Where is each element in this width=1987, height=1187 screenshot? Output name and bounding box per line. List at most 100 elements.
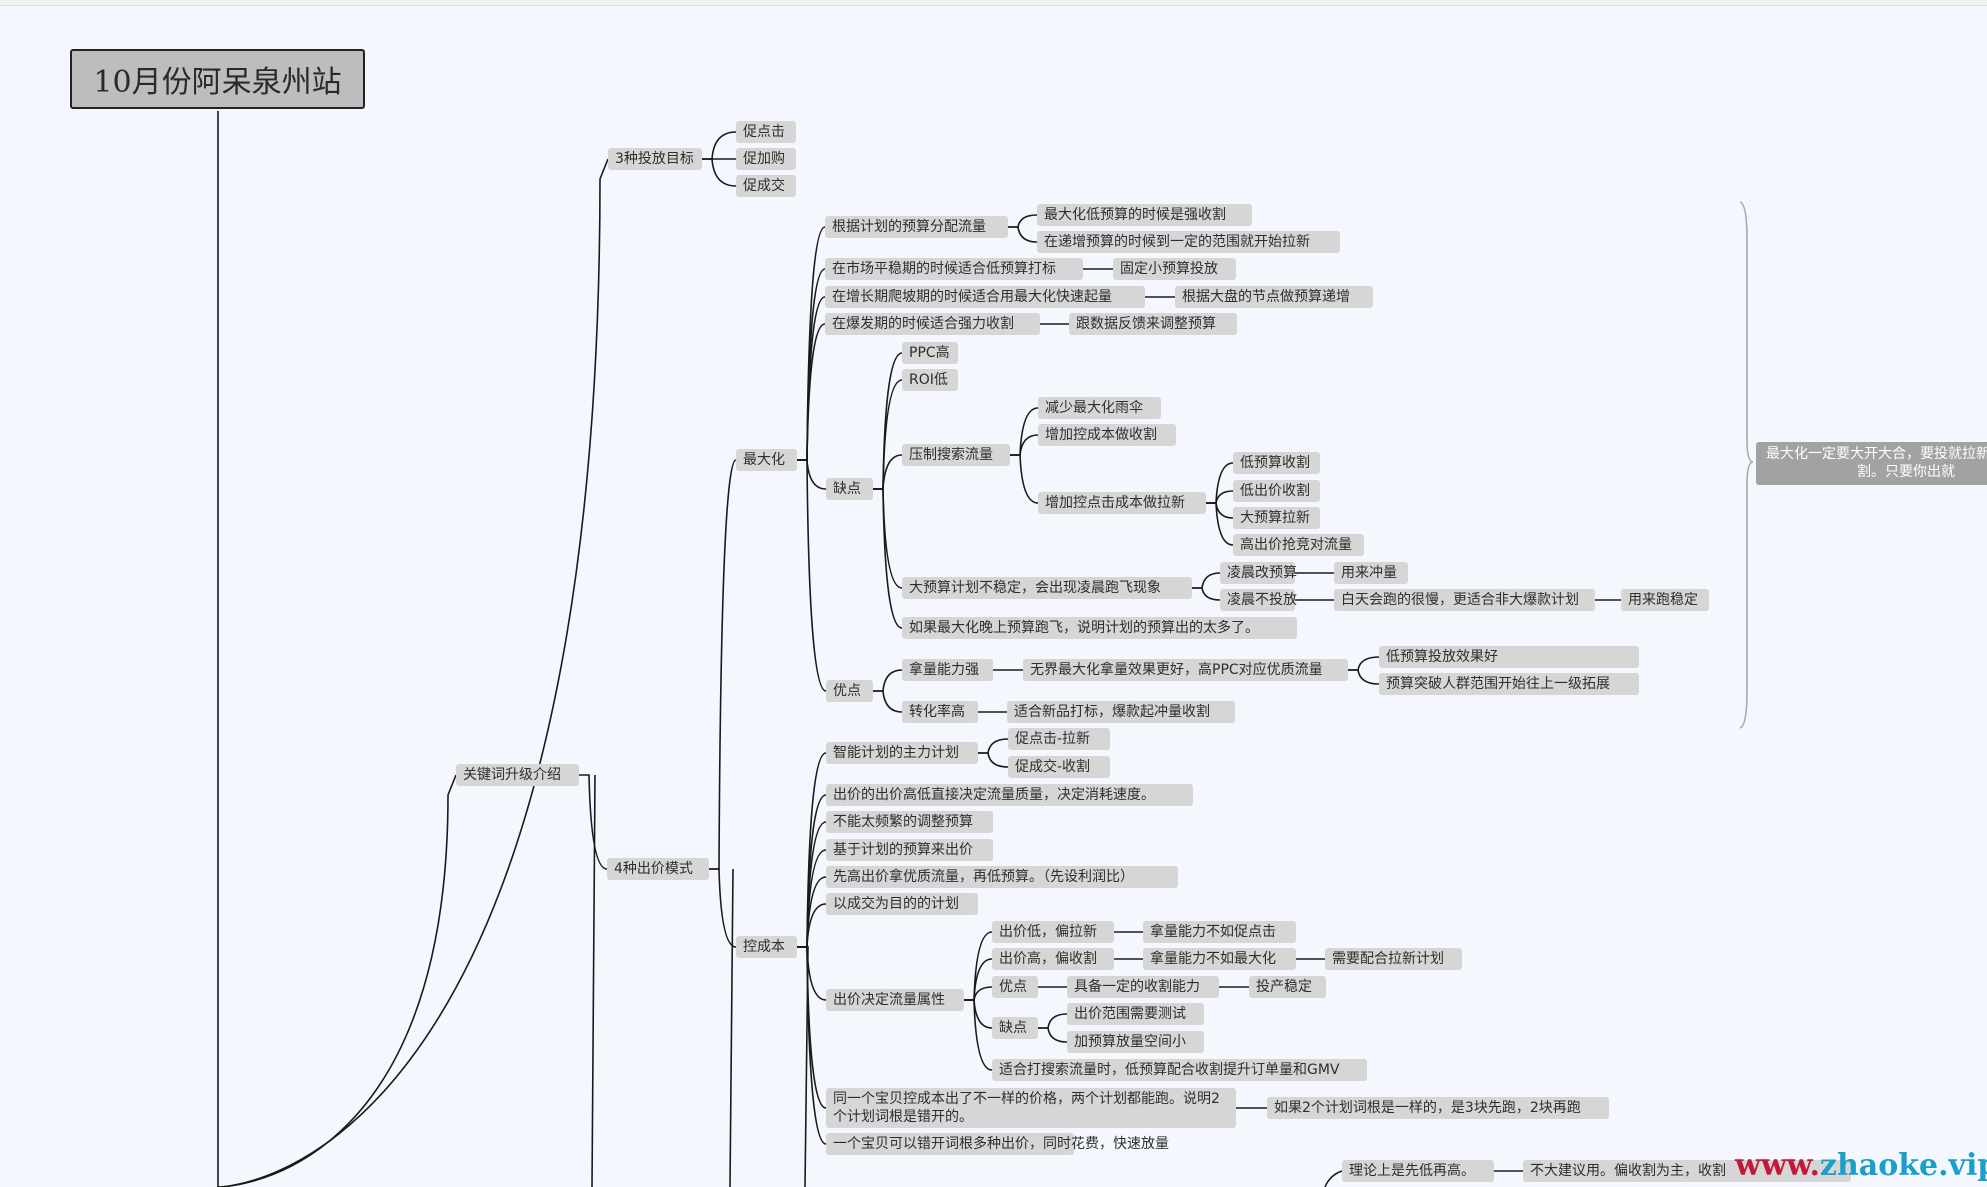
connector-line	[1010, 434, 1039, 456]
connector-line	[1038, 1013, 1068, 1029]
topic-node[interactable]: 如果2个计划词根是一样的，是3块先跑，2块再跑	[1267, 1097, 1609, 1119]
topic-node[interactable]: 高出价抢竞对流量	[1233, 534, 1364, 556]
connector-line	[1324, 1170, 1343, 1187]
topic-node[interactable]: 适合打搜索流量时，低预算配合收割提升订单量和GMV	[992, 1059, 1367, 1081]
topic-node[interactable]: 以成交为目的的计划	[826, 893, 978, 915]
topic-node[interactable]: 优点	[992, 976, 1038, 998]
topic-node[interactable]: 缺点	[826, 478, 873, 500]
topic-node[interactable]: 最大化低预算的时候是强收割	[1037, 204, 1252, 226]
topic-node[interactable]: 出价决定流量属性	[826, 989, 964, 1011]
topic-node[interactable]: 控成本	[736, 936, 797, 958]
connector-line	[217, 158, 609, 1187]
topic-node[interactable]: 白天会跑的很慢，更适合非大爆款计划	[1334, 589, 1595, 611]
topic-node[interactable]: PPC高	[902, 342, 958, 364]
top-toolbar-strip	[0, 0, 1987, 6]
connector-line	[978, 752, 1009, 768]
topic-node[interactable]: 在增长期爬坡期的时候适合用最大化快速起量	[825, 286, 1145, 308]
topic-node[interactable]: 拿量能力强	[902, 659, 993, 681]
topic-node[interactable]: 适合新品打标，爆款起冲量收割	[1007, 701, 1235, 723]
topic-node[interactable]: 根据计划的预算分配流量	[825, 216, 1008, 238]
connector-line	[709, 459, 737, 870]
topic-node[interactable]: 智能计划的主力计划	[826, 742, 978, 764]
topic-node[interactable]: 用来冲量	[1334, 562, 1408, 584]
connector-line	[873, 690, 903, 713]
topic-node[interactable]: ROI低	[902, 369, 958, 391]
connector-line	[873, 488, 903, 589]
connector-line	[1192, 572, 1221, 589]
topic-node[interactable]: 优点	[826, 680, 873, 702]
topic-node[interactable]: 大预算拉新	[1233, 507, 1320, 529]
topic-node[interactable]: 需要配合拉新计划	[1325, 948, 1462, 970]
watermark: www.zhaoke.vip	[1735, 1148, 1987, 1183]
connector-line	[978, 738, 1009, 754]
connector-line	[1010, 454, 1039, 504]
topic-node[interactable]: 促成交-收割	[1008, 756, 1110, 778]
topic-node[interactable]: 增加控点击成本做拉新	[1038, 492, 1206, 514]
topic-node[interactable]: 出价的出价高低直接决定流量质量，决定消耗速度。	[826, 784, 1193, 806]
topic-node[interactable]: 在市场平稳期的时候适合低预算打标	[825, 258, 1083, 280]
topic-node[interactable]: 如果最大化晚上预算跑飞，说明计划的预算出的太多了。	[902, 617, 1297, 639]
topic-node[interactable]: 转化率高	[902, 701, 978, 723]
connector-line	[1206, 462, 1234, 504]
topic-node[interactable]: 投产稳定	[1249, 976, 1326, 998]
topic-node[interactable]: 增加控成本做收割	[1038, 424, 1176, 446]
topic-node[interactable]: 在递增预算的时候到一定的范围就开始拉新	[1037, 231, 1340, 253]
topic-node[interactable]: 出价范围需要测试	[1067, 1003, 1204, 1025]
topic-node[interactable]: 拿量能力不如促点击	[1143, 921, 1296, 943]
topic-node[interactable]: 固定小预算投放	[1113, 258, 1236, 280]
topic-node[interactable]: 基于计划的预算来出价	[826, 839, 993, 861]
topic-node[interactable]: 一个宝贝可以错开词根多种出价，同时花费，快速放量	[826, 1133, 1169, 1155]
topic-node[interactable]: 减少最大化雨伞	[1038, 397, 1161, 419]
summary-note[interactable]: 最大化一定要大开大合，要投就拉新要投就收割。只要你出就	[1756, 442, 1987, 485]
topic-node[interactable]: 无界最大化拿量效果更好，高PPC对应优质流量	[1023, 659, 1348, 681]
topic-node[interactable]: 3种投放目标	[608, 148, 702, 170]
topic-node[interactable]: 理论上是先低再高。	[1342, 1160, 1494, 1182]
connector-line	[873, 488, 903, 629]
topic-node[interactable]: 出价高，偏收割	[992, 948, 1114, 970]
topic-node[interactable]: 预算突破人群范围开始往上一级拓展	[1379, 673, 1639, 695]
topic-node[interactable]: 加预算放量空间小	[1067, 1031, 1204, 1053]
connector-line	[1348, 669, 1380, 685]
topic-node[interactable]: 缺点	[992, 1017, 1038, 1039]
connector-line	[1038, 1027, 1068, 1043]
topic-node[interactable]: 压制搜索流量	[902, 444, 1010, 466]
topic-node[interactable]: 拿量能力不如最大化	[1143, 948, 1296, 970]
connector-line	[702, 131, 737, 160]
watermark-domain: zhaoke.vip	[1819, 1148, 1987, 1183]
connector-line	[797, 946, 827, 1145]
topic-node[interactable]: 跟数据反馈来调整预算	[1069, 313, 1237, 335]
topic-node[interactable]: 促点击-拉新	[1008, 728, 1110, 750]
topic-node[interactable]: 低预算收割	[1233, 452, 1320, 474]
topic-node[interactable]: 大预算计划不稳定，会出现凌晨跑飞现象	[902, 577, 1192, 599]
topic-node[interactable]: 4种出价模式	[607, 858, 709, 880]
topic-node[interactable]: 出价低，偏拉新	[992, 921, 1114, 943]
topic-node[interactable]: 用来跑稳定	[1621, 589, 1709, 611]
topic-node[interactable]: 不能太频繁的调整预算	[826, 811, 993, 833]
topic-node[interactable]: 同一个宝贝控成本出了不一样的价格，两个计划都能跑。说明2个计划词根是错开的。	[826, 1088, 1236, 1128]
connector-line	[873, 669, 903, 692]
connector-line	[1008, 214, 1038, 228]
summary-brace	[1739, 201, 1754, 729]
topic-node[interactable]: 凌晨不投放	[1220, 589, 1297, 611]
topic-node[interactable]: 低预算投放效果好	[1379, 646, 1639, 668]
topic-node[interactable]: 关键词升级介绍	[456, 764, 579, 786]
topic-node[interactable]: 凌晨改预算	[1220, 562, 1297, 584]
topic-node[interactable]: 先高出价拿优质流量，再低预算。（先设利润比）	[826, 866, 1178, 888]
topic-node[interactable]: 促点击	[736, 121, 796, 143]
root-topic[interactable]: 10月份阿呆泉州站	[70, 49, 365, 109]
topic-node[interactable]: 根据大盘的节点做预算递增	[1175, 286, 1373, 308]
topic-node[interactable]: 不大建议用。偏收割为主，收割	[1523, 1160, 1851, 1182]
topic-node[interactable]: 最大化	[736, 449, 797, 471]
topic-node[interactable]: 具备一定的收割能力	[1067, 976, 1219, 998]
connector-line	[797, 459, 827, 692]
connector-line	[1008, 226, 1038, 243]
topic-node[interactable]: 低出价收割	[1233, 480, 1320, 502]
topic-node[interactable]: 促成交	[736, 175, 796, 197]
watermark-www: www.	[1735, 1148, 1820, 1183]
trunk-line	[591, 774, 596, 1187]
topic-node[interactable]: 在爆发期的时候适合强力收割	[825, 313, 1040, 335]
connector-line	[579, 774, 608, 870]
connector-line	[797, 903, 827, 948]
topic-node[interactable]: 促加购	[736, 148, 796, 170]
